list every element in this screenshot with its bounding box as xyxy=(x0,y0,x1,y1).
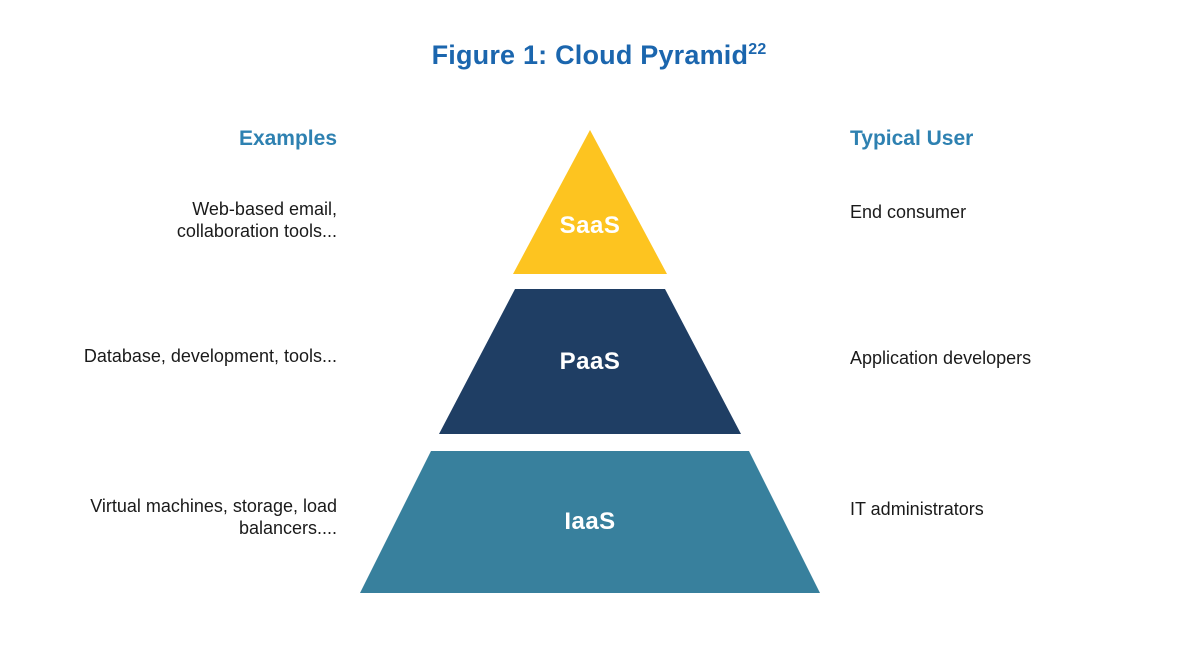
paas-layer-label: PaaS xyxy=(559,348,621,375)
saas-layer-label: SaaS xyxy=(559,212,621,239)
pyramid-graphic xyxy=(360,130,820,593)
iaas-layer-label: IaaS xyxy=(564,508,616,535)
paas-trapezoid-shape xyxy=(439,289,741,434)
paas-typical-user-text: Application developers xyxy=(850,348,1032,368)
examples-column-header: Examples xyxy=(238,127,337,150)
figure-title-text: Figure 1: Cloud Pyramid xyxy=(431,40,749,70)
saas-triangle-shape xyxy=(513,130,667,274)
iaas-trapezoid-shape xyxy=(360,451,820,593)
figure-title: Figure 1: Cloud Pyramid22 xyxy=(0,40,1198,71)
paas-example-text: Database, development, tools... xyxy=(83,346,337,366)
typical-user-column-header: Typical User xyxy=(850,127,974,150)
saas-example-text: Web-based email, collaboration tools... xyxy=(176,199,337,242)
iaas-example-text: Virtual machines, storage, load balancer… xyxy=(90,496,337,539)
figure-footnote-superscript: 22 xyxy=(748,41,767,58)
iaas-typical-user-text: IT administrators xyxy=(850,499,984,519)
saas-typical-user-text: End consumer xyxy=(850,202,967,222)
